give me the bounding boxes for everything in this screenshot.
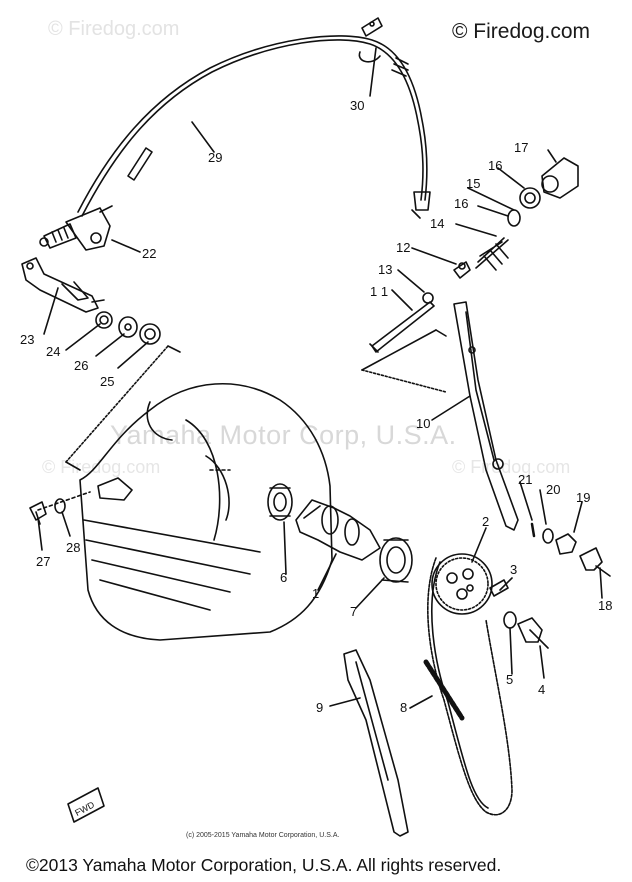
washer-20	[542, 528, 554, 544]
callout-20: 20	[546, 482, 560, 497]
fwd-label: FWD	[73, 799, 96, 818]
cable-bracket	[65, 207, 111, 251]
tensioner-rod	[371, 301, 435, 353]
callout-24: 24	[46, 344, 60, 359]
fwd-arrow	[67, 787, 105, 823]
cam-chain	[427, 557, 513, 816]
callout-6: 6	[280, 570, 287, 585]
bearing-7	[379, 537, 413, 583]
callout-8: 8	[400, 700, 407, 715]
washer-26	[118, 316, 138, 338]
callout-17: 17	[514, 140, 528, 155]
cylinder-head	[79, 382, 333, 641]
callout-13: 13	[378, 262, 392, 277]
o-ring-16	[507, 209, 521, 227]
pin-21	[530, 522, 536, 538]
callout-14: 14	[430, 216, 444, 231]
tensioner-guide-10	[453, 301, 519, 531]
chain-guide-9	[343, 649, 409, 837]
bolt-27	[29, 501, 47, 521]
chain-links	[423, 659, 465, 721]
callout-16-bottom: 16	[454, 196, 468, 211]
tensioner-housing	[541, 157, 579, 199]
callout-9: 9	[316, 700, 323, 715]
callout-28: 28	[66, 540, 80, 555]
tensioner-spring	[475, 237, 509, 271]
watermark-mid-left: © Firedog.com	[42, 457, 161, 477]
watermark-top-right[interactable]: © Firedog.com	[452, 20, 591, 43]
callout-2: 2	[482, 514, 489, 529]
watermark-top-left: © Firedog.com	[48, 18, 180, 40]
decompression-cable	[77, 35, 428, 213]
bolt-4	[517, 617, 543, 643]
pin-3	[489, 579, 509, 597]
callout-29: 29	[208, 150, 222, 165]
tensioner-part-12	[453, 261, 471, 279]
callout-1: 1	[312, 586, 319, 601]
callout-16-top: 16	[488, 158, 502, 173]
callout-5: 5	[506, 672, 513, 687]
washer-5	[503, 611, 517, 629]
footer-copyright: ©2013 Yamaha Motor Corporation, U.S.A. A…	[26, 855, 502, 875]
callout-30: 30	[350, 98, 364, 113]
callout-12: 12	[396, 240, 410, 255]
callout-21: 21	[518, 472, 532, 487]
callout-3: 3	[510, 562, 517, 577]
bearing-6	[267, 483, 293, 521]
cap-15	[519, 187, 541, 209]
callout-23: 23	[20, 332, 34, 347]
callout-22: 22	[142, 246, 156, 261]
lever-spring	[95, 311, 113, 329]
camshaft	[295, 499, 381, 561]
decompression-lever	[21, 257, 99, 313]
callout-19: 19	[576, 490, 590, 505]
diagram-copyright: (c) 2005-2015 Yamaha Motor Corporation, …	[186, 832, 340, 839]
bolt-18	[579, 547, 603, 571]
watermark-center: Yamaha Motor Corp, U.S.A.	[110, 420, 457, 450]
oil-seal-25	[139, 323, 161, 345]
nut-19	[555, 533, 577, 555]
callout-18: 18	[598, 598, 612, 613]
callout-7: 7	[350, 604, 357, 619]
callout-25: 25	[100, 374, 114, 389]
callout-26: 26	[74, 358, 88, 373]
tensioner-part-13	[422, 292, 434, 304]
callout-4: 4	[538, 682, 545, 697]
callout-15: 15	[466, 176, 480, 191]
washer-28	[54, 498, 66, 514]
watermark-mid-right: © Firedog.com	[452, 457, 571, 477]
cam-sprocket	[431, 553, 493, 615]
callout-27: 27	[36, 554, 50, 569]
callout-11: 1 1	[370, 284, 388, 299]
callout-10: 10	[416, 416, 430, 431]
